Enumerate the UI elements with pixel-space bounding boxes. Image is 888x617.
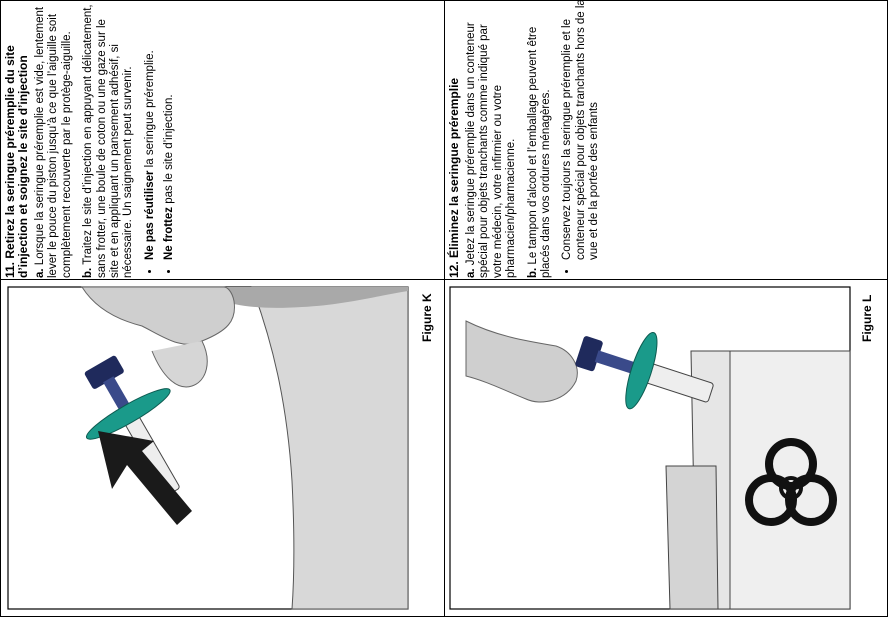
figure-k-illustration bbox=[7, 286, 409, 610]
step12-text-panel: 12. Éliminez la seringue préremplie a. J… bbox=[447, 0, 608, 278]
step11-text-panel: 11. Retirez la seringue préremplie du si… bbox=[3, 0, 183, 278]
syringe-l bbox=[575, 331, 714, 410]
biohazard-icon bbox=[745, 438, 837, 526]
figure-l-illustration bbox=[449, 286, 851, 610]
step12-bullet-1: Conservez toujours la seringue prérempli… bbox=[561, 0, 601, 260]
step11-bullet-1: Ne pas réutiliser la seringue préremplie… bbox=[144, 0, 157, 260]
step12-bullets: Conservez toujours la seringue prérempli… bbox=[561, 0, 601, 278]
thigh-shape bbox=[251, 286, 409, 610]
plunger-rod bbox=[594, 350, 637, 375]
figure-l-label: Figure L bbox=[860, 294, 874, 342]
figure-k-label: Figure K bbox=[420, 293, 434, 342]
step12-title: 12. Éliminez la seringue préremplie bbox=[447, 77, 461, 278]
step11-b: b. Traitez le site d’injection en appuya… bbox=[82, 4, 135, 278]
step11-bullet-2: Ne frottez pas le site d’injection. bbox=[163, 0, 176, 260]
direction-arrow-icon bbox=[98, 431, 192, 525]
step11-title: 11. Retirez la seringue préremplie du si… bbox=[3, 45, 30, 278]
step12-a: a. Jetez la seringue préremplie dans un … bbox=[465, 22, 518, 278]
column-divider bbox=[444, 0, 445, 617]
finger-flange bbox=[85, 388, 171, 440]
step12-b: b. Le tampon d’alcool et l’emballage peu… bbox=[526, 26, 553, 278]
clothing-shape bbox=[202, 287, 408, 308]
finger-flange bbox=[625, 331, 658, 410]
thumb-shape bbox=[151, 340, 208, 388]
step11-bullets: Ne pas réutiliser la seringue préremplie… bbox=[144, 0, 177, 278]
hand-shape bbox=[465, 320, 578, 403]
step11-a: a. Lorsque la seringue préremplie est vi… bbox=[34, 6, 73, 278]
container-flap bbox=[665, 465, 719, 610]
plunger-head bbox=[84, 355, 124, 389]
plunger-head bbox=[575, 336, 603, 372]
